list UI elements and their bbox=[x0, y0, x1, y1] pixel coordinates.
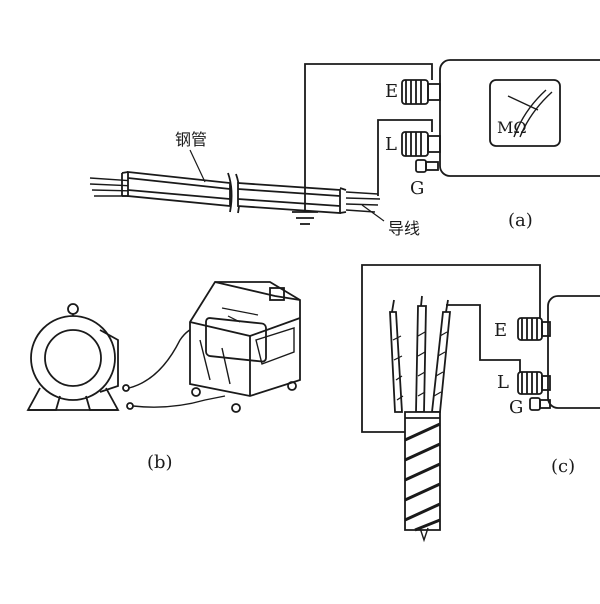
meter-dial bbox=[489, 79, 561, 147]
wire-label: 导线 bbox=[388, 219, 420, 238]
terminal-g-a bbox=[415, 159, 439, 173]
cable-sheath bbox=[404, 411, 441, 543]
terminal-e-a bbox=[401, 79, 441, 105]
steel-pipe bbox=[121, 170, 231, 207]
cable-conductors bbox=[389, 295, 451, 413]
lead-wire-2 bbox=[132, 395, 226, 408]
terminal-l-label-a: L bbox=[385, 134, 397, 155]
terminal-l-a bbox=[401, 131, 441, 157]
megohmmeter-b bbox=[189, 281, 301, 413]
panel-b-label: (b) bbox=[147, 452, 173, 473]
terminal-g-label-c: G bbox=[509, 397, 523, 418]
l-lead-wire-c bbox=[446, 304, 521, 372]
steel-pipe-leader bbox=[189, 149, 206, 183]
e-lead-wire-c bbox=[361, 264, 541, 433]
l-lead-wire bbox=[377, 119, 433, 196]
terminal-l-c bbox=[517, 371, 551, 395]
panel-a-label: (a) bbox=[508, 210, 533, 231]
meter-unit-label: MΩ bbox=[497, 118, 527, 137]
steel-pipe-segment-2 bbox=[237, 182, 347, 214]
terminal-g-label-a: G bbox=[410, 178, 424, 199]
panel-a bbox=[89, 59, 600, 225]
panel-c-label: (c) bbox=[551, 456, 575, 477]
wire-bundle-right bbox=[345, 191, 381, 213]
motor bbox=[26, 303, 134, 411]
terminal-e-label-c: E bbox=[494, 320, 507, 341]
ground-symbol bbox=[292, 200, 318, 225]
terminal-l-label-c: L bbox=[497, 372, 509, 393]
dial-needle bbox=[507, 95, 539, 111]
panel-c bbox=[361, 264, 600, 543]
terminal-e-c bbox=[517, 317, 551, 341]
wire-leader bbox=[361, 204, 385, 222]
e-lead-wire bbox=[304, 63, 433, 200]
terminal-e-label-a: E bbox=[385, 81, 398, 102]
steel-pipe-label: 钢管 bbox=[175, 130, 207, 149]
dial-scale-arc bbox=[513, 89, 547, 138]
panel-b bbox=[26, 281, 301, 413]
terminal-g-c bbox=[529, 397, 551, 411]
megohmmeter-c bbox=[547, 295, 600, 409]
